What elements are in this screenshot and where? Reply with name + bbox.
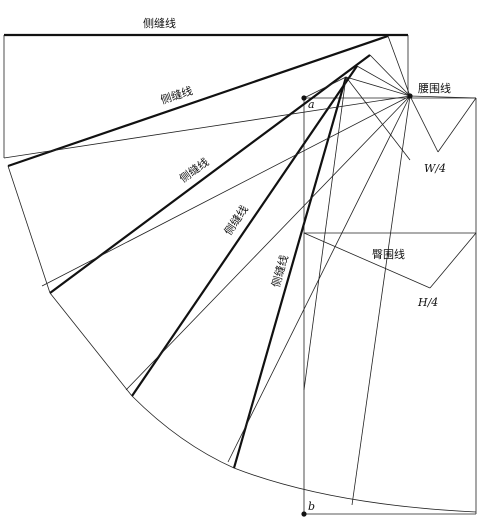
side-seam-2 <box>49 54 371 294</box>
point-b-label: b <box>308 500 315 513</box>
side-seam-label-3: 侧缝线 <box>221 202 251 237</box>
hem-curve <box>131 395 477 513</box>
waist-quarter-label: W/4 <box>424 162 446 175</box>
side-seam-3 <box>131 65 358 397</box>
point-a-dot <box>301 95 307 101</box>
point-b-dot <box>301 511 307 517</box>
waist-pivot-dot <box>407 93 413 99</box>
side-seam-label-2: 侧缝线 <box>177 155 212 186</box>
hipline-label: 臀围线 <box>372 247 405 261</box>
side-seam-label-top: 侧缝线 <box>143 16 176 30</box>
waist-wedge <box>409 95 477 153</box>
hip-quarter-label: H/4 <box>417 296 438 309</box>
waistline-label: 腰围线 <box>418 81 451 95</box>
hip-wedge <box>303 232 477 289</box>
construction-lines <box>3 35 411 506</box>
side-seam-4 <box>232 76 348 469</box>
base-block <box>303 97 477 515</box>
point-a-label: a <box>308 98 315 111</box>
top-panel <box>3 33 409 158</box>
side-seams <box>7 34 389 469</box>
side-seam-1 <box>7 34 389 168</box>
